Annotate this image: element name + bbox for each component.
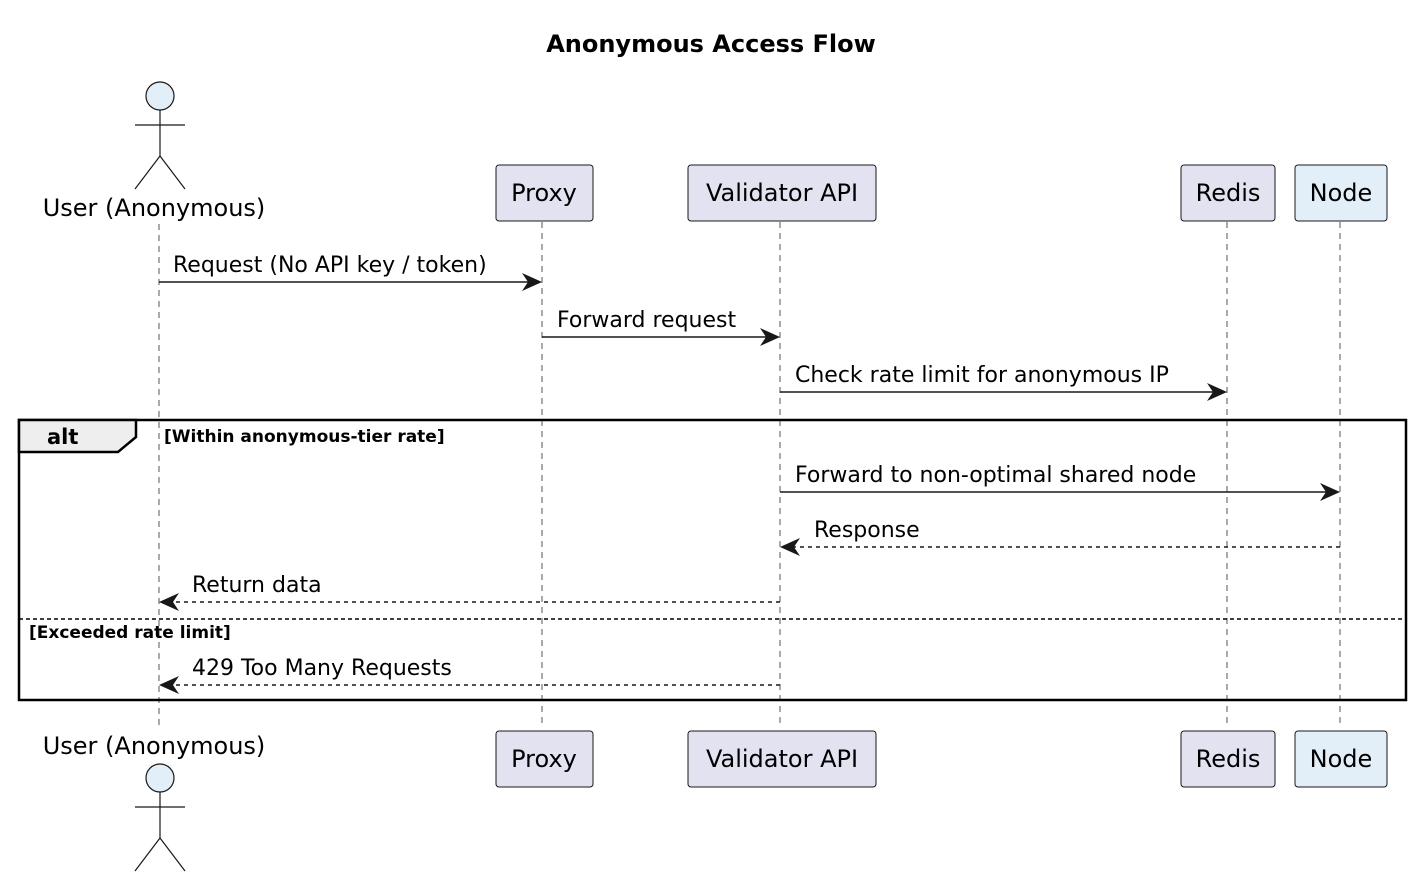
message-label-forward-request: Forward request <box>557 308 736 333</box>
actor-label-user-top: User (Anonymous) <box>43 194 266 222</box>
participant-label-validator-bottom: Validator API <box>706 745 858 773</box>
participant-proxy-bottom: Proxy <box>495 730 594 788</box>
alt-frame-tab <box>17 418 138 454</box>
participant-node-top: Node <box>1294 164 1388 222</box>
arrow-head-icon <box>760 328 780 346</box>
message-response: Response <box>780 518 1340 556</box>
diagram-title: Anonymous Access Flow <box>546 30 876 58</box>
message-label-return-data: Return data <box>192 573 322 598</box>
message-check-rate-limit: Check rate limit for anonymous IP <box>780 363 1227 401</box>
participant-label-proxy-bottom: Proxy <box>511 745 577 773</box>
arrow-head-icon <box>1320 483 1340 501</box>
message-label-too-many-requests: 429 Too Many Requests <box>192 656 452 681</box>
arrow-head-icon <box>1207 383 1227 401</box>
alt-keyword: alt <box>47 425 78 449</box>
participant-label-node-top: Node <box>1310 179 1373 207</box>
actor-user-top: User (Anonymous) <box>43 81 266 222</box>
participant-label-proxy-top: Proxy <box>511 179 577 207</box>
alt-guard-within: [Within anonymous-tier rate] <box>164 427 445 447</box>
arrow-head-icon <box>159 593 179 611</box>
participant-node-bottom: Node <box>1294 730 1388 788</box>
participant-validator-top: Validator API <box>687 164 877 222</box>
participant-label-redis-bottom: Redis <box>1196 745 1261 773</box>
message-return-data: Return data <box>159 573 780 611</box>
message-label-response: Response <box>814 518 920 543</box>
alt-frame: alt [Within anonymous-tier rate] [Exceed… <box>17 418 1408 702</box>
participant-label-node-bottom: Node <box>1310 745 1373 773</box>
message-too-many-requests: 429 Too Many Requests <box>159 656 780 694</box>
participant-proxy-top: Proxy <box>495 164 594 222</box>
message-label-forward-to-node: Forward to non-optimal shared node <box>795 463 1196 488</box>
participant-redis-bottom: Redis <box>1180 730 1276 788</box>
actor-user-bottom: User (Anonymous) <box>43 732 266 872</box>
message-forward-request: Forward request <box>542 308 780 346</box>
alt-guard-exceeded: [Exceeded rate limit] <box>29 623 231 643</box>
message-request: Request (No API key / token) <box>159 253 542 291</box>
message-label-request: Request (No API key / token) <box>173 253 487 278</box>
actor-head-icon <box>145 763 175 793</box>
arrow-head-icon <box>522 273 542 291</box>
message-label-check-rate-limit: Check rate limit for anonymous IP <box>795 363 1169 388</box>
participant-label-redis-top: Redis <box>1196 179 1261 207</box>
participant-validator-bottom: Validator API <box>687 730 877 788</box>
arrow-head-icon <box>780 538 800 556</box>
actor-head-icon <box>145 81 175 111</box>
actor-label-user-bottom: User (Anonymous) <box>43 732 266 760</box>
participant-label-validator-top: Validator API <box>706 179 858 207</box>
arrow-head-icon <box>159 676 179 694</box>
participant-redis-top: Redis <box>1180 164 1276 222</box>
message-forward-to-node: Forward to non-optimal shared node <box>780 463 1340 501</box>
